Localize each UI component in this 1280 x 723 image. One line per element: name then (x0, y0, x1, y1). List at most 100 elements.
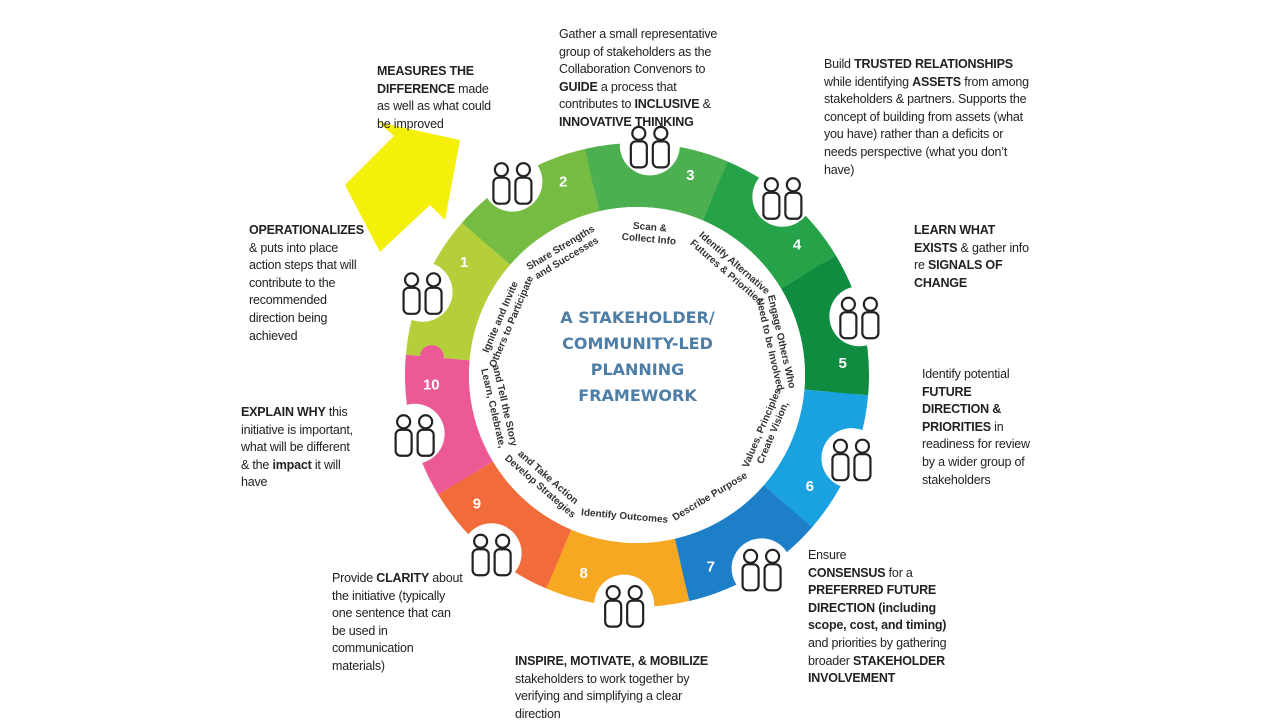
note-line: by a wider group of (922, 454, 1052, 472)
note-line: Ensure (808, 547, 978, 565)
note-text: Identify potential (922, 367, 1010, 381)
note-bold-text: INNOVATIVE THINKING (559, 114, 694, 129)
note-text: one sentence that can (332, 606, 451, 621)
note-text: as well as what could (377, 99, 491, 114)
note-line: you have) rather than a deficits or (824, 126, 1039, 144)
note-line: while identifying ASSETS from among (824, 74, 1039, 92)
person-head (418, 414, 434, 430)
note-bold-text: impact (272, 457, 312, 472)
person-head (605, 585, 621, 601)
note-line: scope, cost, and timing) (808, 617, 978, 635)
note-text: group of stakeholders as the (559, 44, 712, 59)
people-arrow-icon (461, 523, 522, 584)
note-line: Collaboration Convenors to (559, 61, 734, 79)
wheel-segment-3 (584, 143, 728, 221)
note-line: Build TRUSTED RELATIONSHIPS (824, 56, 1039, 74)
center-title-line: COMMUNITY-LED (562, 334, 713, 353)
wheel-segment-4 (702, 161, 836, 289)
note-bold-text: CHANGE (914, 275, 967, 290)
magnifying-glass-people-icon (619, 115, 680, 176)
note-line: direction (515, 706, 740, 723)
note-text: stakeholders & partners. Supports the (824, 92, 1027, 107)
person-head (764, 548, 781, 564)
segment-number-5: 5 (839, 355, 847, 372)
wheel-segment-7 (674, 485, 813, 602)
note-line: as well as what could (377, 98, 507, 116)
two-people-torch-icon (392, 261, 453, 322)
segment-number-10: 10 (423, 377, 440, 394)
note-text: the initiative (typically (332, 588, 446, 603)
person-body (416, 428, 435, 457)
note-bold-text: OPERATIONALIZES (249, 223, 364, 237)
note-bold-text: MEASURES THE (377, 64, 474, 78)
note-line: direction being (249, 310, 379, 328)
note-text: & (699, 97, 711, 112)
icon-badge (384, 403, 445, 464)
center-title-line: FRAMEWORK (578, 386, 697, 405)
wheel-segment-1 (405, 222, 511, 361)
note-bold-text: FUTURE (922, 384, 972, 399)
note-text: & puts into place (249, 240, 339, 255)
people-megaphone-icon (829, 286, 890, 347)
note-line: Gather a small representative (559, 26, 734, 44)
note-text: stakeholders to work together by (515, 671, 690, 686)
note-text: made (454, 81, 489, 96)
note-text: verifying and simplifying a clear (515, 689, 683, 704)
note-line: broader STAKEHOLDER (808, 653, 978, 671)
person-head (840, 296, 856, 312)
person-head (495, 533, 511, 549)
icon-badge (829, 286, 890, 347)
note-line: contribute to the (249, 275, 379, 293)
thinking-checkmark-icon (821, 428, 882, 489)
note-bold-text: PREFERRED FUTURE (808, 583, 937, 598)
note-text: Gather a small representative (559, 27, 718, 41)
person-head (425, 272, 442, 288)
icon-badge (392, 261, 453, 322)
person-head (515, 162, 532, 178)
note-line: PREFERRED FUTURE (808, 582, 978, 600)
step-icons (384, 115, 890, 635)
note-line: recommended (249, 292, 379, 310)
note-text: broader (808, 653, 853, 668)
note-text: initiative is important, (241, 422, 353, 437)
note-line: FUTURE (922, 384, 1052, 402)
inner-circle (469, 207, 805, 543)
person-head (396, 414, 412, 430)
person-body (651, 140, 670, 169)
note-text: & gather info (957, 240, 1029, 255)
person-body (741, 563, 760, 592)
note-text: re (914, 258, 928, 273)
note-line: LEARN WHAT (914, 222, 1044, 240)
puzzle-tab (419, 345, 444, 370)
note-bold-text: ASSETS (912, 74, 961, 89)
note-line: INSPIRE, MOTIVATE, & MOBILIZE (515, 653, 740, 671)
note-line: EXPLAIN WHY this (241, 404, 371, 422)
note-line: MEASURES THE (377, 63, 507, 81)
segment-number-2: 2 (559, 174, 567, 191)
segment-number-1: 1 (460, 254, 468, 271)
note-text: contributes to (559, 97, 635, 112)
note-text: concept of building from assets (what (824, 109, 1023, 124)
note-bold-text: SIGNALS OF (928, 258, 1003, 273)
note-line: & the impact it will (241, 457, 371, 475)
note-bold-text: STAKEHOLDER (852, 653, 945, 668)
note-text: a process that (597, 79, 677, 94)
note-line: stakeholders & partners. Supports the (824, 91, 1039, 109)
person-body (471, 548, 490, 577)
note-text: have) (824, 162, 855, 177)
note-text: needs perspective (what you don’t (824, 144, 1008, 159)
note-line: communication (332, 640, 467, 658)
question-mark-person-icon (594, 574, 655, 635)
person-body (604, 599, 623, 628)
note-bold-text: INCLUSIVE (634, 97, 700, 112)
note-text: & the (241, 457, 273, 472)
segment-number-7: 7 (707, 558, 715, 575)
person-head (653, 125, 669, 141)
note-bold-text: LEARN WHAT (914, 223, 996, 237)
note-line: PRIORITIES in (922, 419, 1052, 437)
